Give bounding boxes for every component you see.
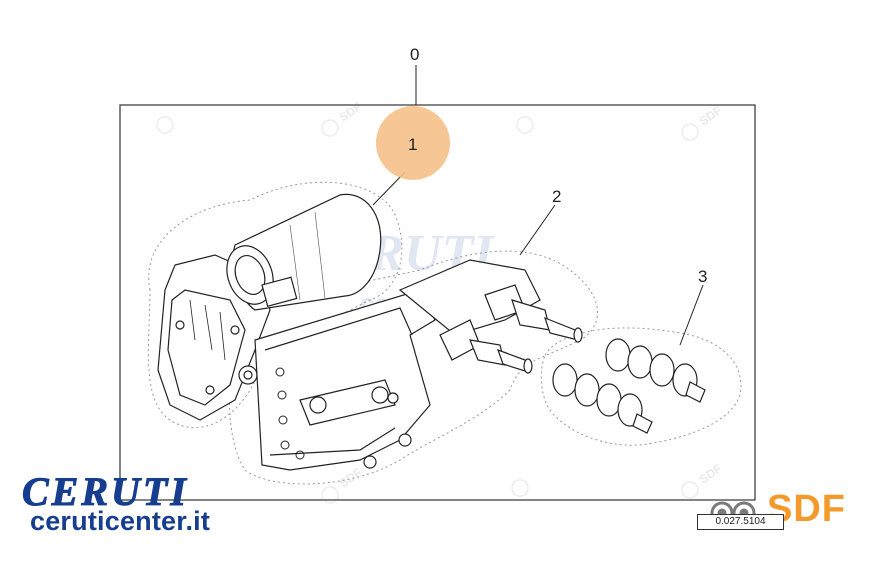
spindle-right — [484, 284, 583, 343]
bracket-outline — [228, 250, 598, 485]
ceruti-logo: CERUTI — [22, 469, 189, 515]
callout-0[interactable]: 0 — [410, 45, 419, 64]
callout-1[interactable]: 1 — [408, 135, 417, 154]
dealer-url[interactable]: ceruticenter.it — [30, 506, 211, 536]
dampers-outline — [540, 327, 742, 446]
callout-2[interactable]: 2 — [552, 187, 561, 206]
damper-upper — [605, 338, 706, 403]
watermark-stamp: SDF — [697, 461, 725, 486]
callout-3[interactable]: 3 — [698, 267, 707, 286]
group-outlines — [147, 181, 742, 485]
rubber-dampers[interactable] — [552, 338, 706, 434]
watermark-stamp: SDF — [337, 465, 365, 490]
watermark-stamp: SDF — [697, 103, 725, 128]
wiper-motor[interactable] — [157, 193, 382, 421]
watermark-stamp: SDF — [337, 99, 365, 124]
callout-1-highlight[interactable] — [376, 106, 450, 180]
ceruti-logo-text: CERUTI — [22, 469, 189, 514]
spindle-left — [439, 319, 533, 374]
diagram-frame — [119, 104, 756, 501]
wiper-bracket[interactable] — [254, 259, 583, 471]
motor-outline — [147, 181, 403, 429]
damper-lower — [552, 363, 653, 434]
reference-code: 0.027.5104 — [697, 514, 784, 530]
